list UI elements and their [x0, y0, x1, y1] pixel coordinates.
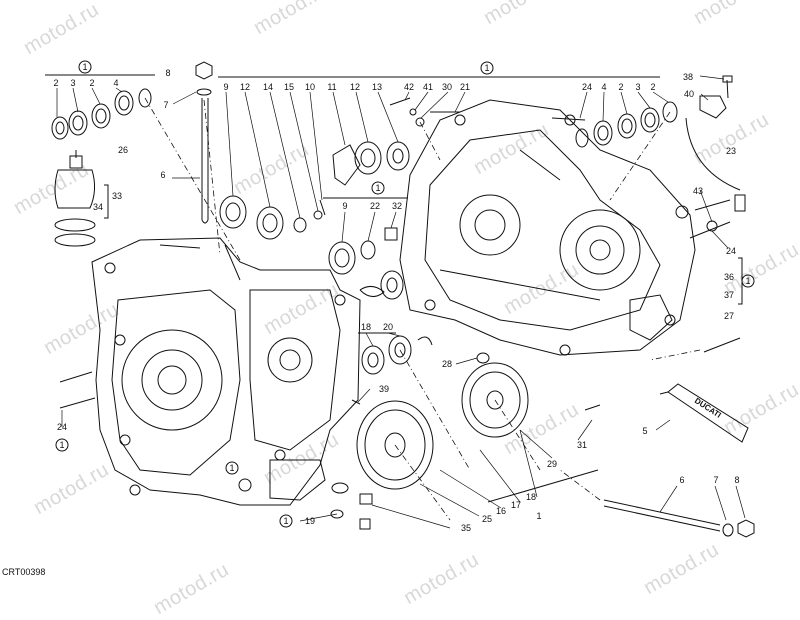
document-code: CRT00398 [2, 567, 46, 577]
callout-38: 38 [683, 72, 693, 82]
callout-18: 18 [361, 322, 371, 332]
callout-9: 9 [342, 201, 347, 211]
callout-3: 3 [635, 82, 640, 92]
callout-14: 14 [263, 82, 273, 92]
left-cover-assembly [54, 150, 96, 247]
fasteners-bottom-35 [330, 482, 373, 530]
callout-5: 5 [642, 426, 647, 436]
crankcase-right-half [399, 99, 696, 356]
callout-29: 29 [547, 459, 557, 469]
callout-labels: 8 7 6 2 3 2 4 26 33 34 9 12 14 15 10 11 … [53, 68, 739, 533]
callout-15: 15 [284, 82, 294, 92]
ref-circle-labels: 1 1 1 1 1 1 1 [59, 62, 750, 526]
callout-32: 32 [392, 201, 402, 211]
bearing-cluster-top [219, 141, 410, 240]
sealant-tube [659, 383, 749, 443]
callout-43: 43 [693, 186, 703, 196]
callout-3: 3 [70, 78, 75, 88]
callout-42: 42 [404, 82, 414, 92]
callout-2: 2 [53, 78, 58, 88]
bracket-right-36 [738, 257, 743, 305]
tube-brand-label: DUCATI [693, 396, 723, 420]
callout-6: 6 [679, 475, 684, 485]
callout-18: 18 [526, 492, 536, 502]
stud-bottom-right [603, 499, 755, 538]
callout-22: 22 [370, 201, 380, 211]
callout-1: 1 [536, 511, 541, 521]
callout-20: 20 [383, 322, 393, 332]
callout-leaders [56, 75, 746, 529]
callout-34: 34 [93, 202, 103, 212]
ref-1-bottom: 1 [283, 516, 288, 526]
callout-35: 35 [461, 523, 471, 533]
ref-1-center: 1 [229, 463, 234, 473]
callout-26: 26 [118, 145, 128, 155]
callout-23: 23 [726, 146, 736, 156]
callout-4: 4 [601, 82, 606, 92]
callout-12: 12 [350, 82, 360, 92]
sensor-assembly [685, 75, 746, 232]
ref-1-right: 1 [745, 276, 750, 286]
callout-25: 25 [482, 514, 492, 524]
dowel-39 [351, 399, 361, 405]
callout-9: 9 [223, 82, 228, 92]
callout-8: 8 [734, 475, 739, 485]
callout-16: 16 [496, 506, 506, 516]
callout-21: 21 [460, 82, 470, 92]
callout-7: 7 [713, 475, 718, 485]
bearing-cluster-mid [328, 227, 433, 375]
callout-28: 28 [442, 359, 452, 369]
crankcase-left-half [91, 237, 361, 506]
callout-12: 12 [240, 82, 250, 92]
ref-1-topleft: 1 [82, 62, 87, 72]
callout-2: 2 [618, 82, 623, 92]
callout-24: 24 [726, 246, 736, 256]
bearing-rings-left [51, 88, 152, 140]
callout-11: 11 [327, 82, 336, 92]
stud-and-nut-top [195, 61, 213, 224]
callout-13: 13 [372, 82, 382, 92]
ref-1-top: 1 [484, 63, 489, 73]
ref-1-mid: 1 [375, 183, 380, 193]
ref-1-left: 1 [59, 440, 64, 450]
callout-41: 41 [423, 82, 433, 92]
callout-8: 8 [165, 68, 170, 78]
callout-4: 4 [113, 78, 118, 88]
studs-left-24 [59, 371, 96, 409]
callout-40: 40 [684, 89, 694, 99]
pin-set-top [389, 97, 460, 127]
o-ring-28 [476, 352, 490, 364]
callout-7: 7 [163, 100, 168, 110]
callout-2: 2 [89, 78, 94, 88]
callout-10: 10 [305, 82, 315, 92]
callout-27: 27 [724, 311, 734, 321]
exploded-parts-diagram: 1 1 1 1 1 1 1 DUCATI 8 7 6 2 3 2 4 26 33… [45, 60, 755, 538]
stud-27 [703, 337, 741, 353]
bracket-left-33 [104, 184, 109, 219]
callout-2: 2 [650, 82, 655, 92]
callout-37: 37 [724, 290, 734, 300]
rotor-disc-right [461, 362, 529, 438]
callout-17: 17 [511, 500, 521, 510]
ref-circles [55, 60, 755, 528]
callout-39: 39 [379, 384, 389, 394]
callout-24: 24 [57, 422, 67, 432]
callout-31: 31 [577, 440, 587, 450]
callout-6: 6 [160, 170, 165, 180]
bracket-bottom-1 [487, 469, 599, 503]
bracket-mid-9-32 [323, 197, 408, 334]
stud-24-right [689, 221, 731, 239]
leader-lines [144, 97, 701, 521]
callout-24: 24 [582, 82, 592, 92]
callout-30: 30 [442, 82, 452, 92]
callout-19: 19 [305, 516, 315, 526]
stud-31 [584, 404, 601, 411]
rotor-disc-left [356, 400, 434, 490]
callout-36: 36 [724, 272, 734, 282]
callout-33: 33 [112, 191, 122, 201]
